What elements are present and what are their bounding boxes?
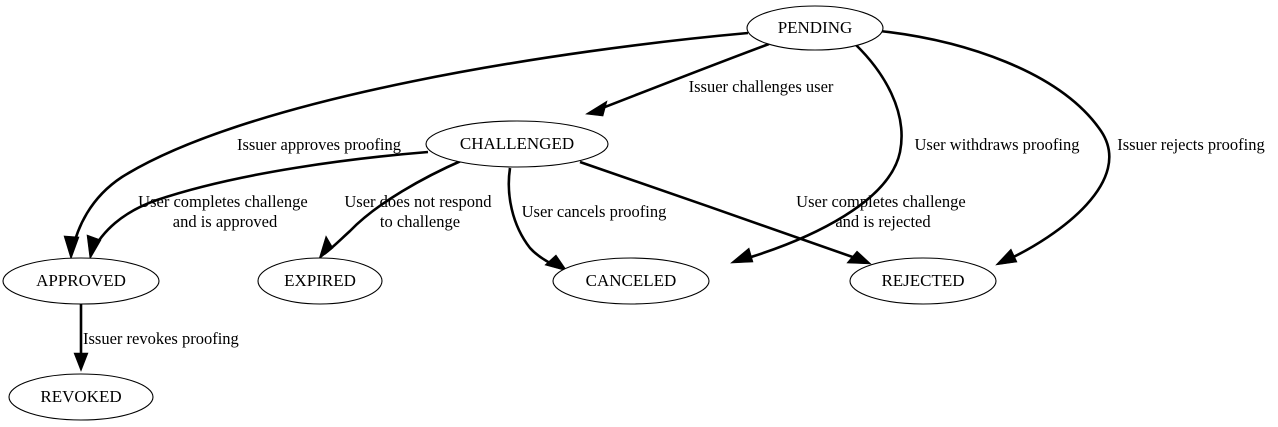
edge-label-challenged-canceled: User cancels proofing [522, 202, 667, 221]
node-shape [552, 257, 710, 305]
edge-challenged-expired[interactable] [318, 158, 464, 260]
node-approved[interactable]: APPROVED [2, 257, 160, 305]
node-shape [2, 257, 160, 305]
node-pending[interactable]: PENDING [746, 5, 884, 51]
edge-approved-revoked[interactable] [73, 304, 89, 372]
arrowhead-icon [730, 247, 754, 264]
edge-label-pending-canceled: User withdraws proofing [915, 135, 1080, 154]
edge-challenged-canceled[interactable] [507, 167, 568, 272]
node-revoked[interactable]: REVOKED [8, 373, 154, 421]
arrowhead-icon [585, 100, 608, 117]
arrowhead-icon [63, 235, 80, 260]
edge-path [90, 150, 429, 253]
node-layer: PENDING CHALLENGED APPROVED EXPIRED CANC… [2, 5, 997, 421]
node-expired[interactable]: EXPIRED [257, 257, 383, 305]
edge-path [579, 160, 865, 263]
edge-label-pending-rejected: Issuer rejects proofing [1117, 135, 1265, 154]
node-shape [257, 257, 383, 305]
node-label: CHALLENGED [460, 134, 574, 153]
edge-label-layer: Issuer challenges user Issuer approves p… [83, 77, 1265, 348]
node-label: CANCELED [586, 271, 677, 290]
node-challenged[interactable]: CHALLENGED [425, 120, 609, 168]
edge-label-pending-challenged: Issuer challenges user [689, 77, 834, 96]
node-rejected[interactable]: REJECTED [849, 257, 997, 305]
node-shape [8, 373, 154, 421]
edge-label-approved-revoked: Issuer revokes proofing [83, 329, 239, 348]
node-canceled[interactable]: CANCELED [552, 257, 710, 305]
node-label: APPROVED [36, 271, 126, 290]
node-label: PENDING [778, 18, 853, 37]
node-label: EXPIRED [284, 271, 356, 290]
arrowhead-icon [846, 250, 872, 265]
edge-label-challenged-expired: User does not respond to challenge [344, 192, 495, 231]
edge-pending-challenged[interactable] [585, 42, 770, 117]
arrowhead-icon [544, 254, 568, 272]
edge-challenged-rejected[interactable] [579, 160, 872, 265]
edge-path [879, 29, 1111, 264]
node-label: REVOKED [40, 387, 121, 406]
edge-label-challenged-approved: User completes challenge and is approved [138, 192, 312, 231]
arrowhead-icon [73, 352, 89, 372]
edge-pending-approved[interactable] [63, 31, 749, 260]
arrowhead-icon [86, 234, 102, 260]
edge-label-challenged-rejected: User completes challenge and is rejected [796, 192, 970, 231]
node-label: REJECTED [881, 271, 964, 290]
edge-path [591, 42, 770, 114]
edge-layer [63, 29, 1111, 372]
arrowhead-icon [995, 248, 1018, 266]
node-shape [849, 257, 997, 305]
edge-label-pending-approved: Issuer approves proofing [237, 135, 401, 154]
arrowhead-icon [318, 235, 334, 260]
edge-pending-rejected[interactable] [879, 29, 1111, 266]
edge-path [70, 31, 749, 253]
node-shape [746, 5, 884, 51]
edge-challenged-approved[interactable] [86, 150, 429, 260]
node-shape [425, 120, 609, 168]
